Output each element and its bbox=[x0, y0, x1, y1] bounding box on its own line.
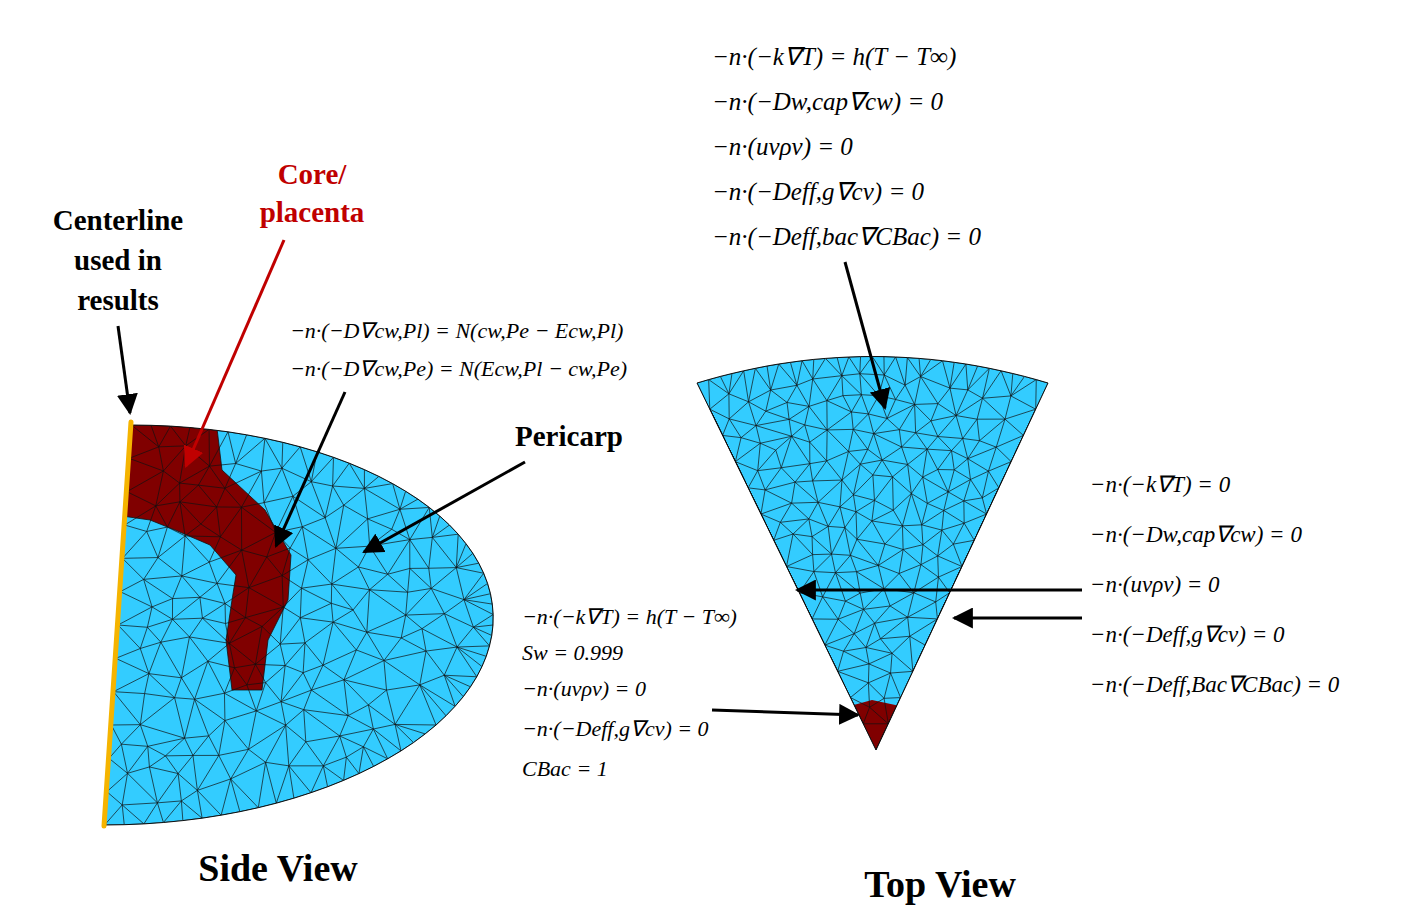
leader-line bbox=[186, 240, 284, 466]
mesh-lines bbox=[105, 425, 494, 825]
view-title: Side View bbox=[158, 846, 398, 890]
leader-line bbox=[118, 326, 130, 413]
fruit-outline bbox=[105, 425, 494, 825]
leader-line bbox=[845, 262, 885, 408]
leader-line bbox=[797, 589, 1082, 592]
top-view-mesh bbox=[697, 357, 1048, 753]
centerline bbox=[104, 422, 131, 826]
equation-line: −n·(−Dw,cap∇cw) = 0 bbox=[1090, 522, 1302, 548]
equation-line: −n·(−Deff,g∇cv) = 0 bbox=[712, 177, 924, 206]
core-outline bbox=[122, 420, 291, 690]
mesh-lines bbox=[697, 357, 1048, 751]
core-region bbox=[850, 700, 900, 752]
core-label: Core/ placenta bbox=[242, 155, 382, 231]
equation-line: −n·(−Deff,Bac∇CBac) = 0 bbox=[1090, 672, 1339, 698]
leader-lines bbox=[118, 240, 1082, 715]
equation-line: −n·(−Deff,bac∇CBac) = 0 bbox=[712, 222, 981, 251]
pericarp-region bbox=[697, 357, 1048, 751]
view-title: Top View bbox=[820, 862, 1060, 906]
equation-line: −n·(−D∇cw,Pe) = N(Ecw,Pl − cw,Pe) bbox=[290, 356, 627, 381]
equation-line: CBac = 1 bbox=[522, 756, 608, 781]
leader-line bbox=[712, 710, 858, 715]
equation-line: −n·(uvρv) = 0 bbox=[522, 676, 646, 701]
equation-line: −n·(−k∇T) = h(T − T∞) bbox=[712, 42, 956, 71]
equation-line: −n·(−k∇T) = 0 bbox=[1090, 472, 1230, 498]
equation-line: −n·(uvρv) = 0 bbox=[712, 132, 853, 161]
equation-line: −n·(−D∇cw,Pl) = N(cw,Pe − Ecw,Pl) bbox=[290, 318, 623, 343]
equation-line: −n·(−k∇T) = h(T − T∞) bbox=[522, 604, 737, 629]
core-region bbox=[122, 420, 291, 690]
leader-line bbox=[276, 392, 345, 546]
equation-line: −n·(uvρv) = 0 bbox=[1090, 572, 1220, 598]
side-view-mesh bbox=[104, 420, 493, 826]
leader-line bbox=[954, 617, 1082, 620]
wedge-outline bbox=[697, 357, 1048, 751]
equation-line: −n·(−Dw,cap∇cw) = 0 bbox=[712, 87, 943, 116]
equation-line: −n·(−Deff,g∇cv) = 0 bbox=[522, 716, 709, 741]
centerline-label: Centerline used in results bbox=[33, 200, 203, 320]
equation-line: −n·(−Deff,g∇cv) = 0 bbox=[1090, 622, 1284, 648]
leader-line bbox=[364, 462, 525, 552]
pericarp-label: Pericarp bbox=[515, 420, 623, 453]
equation-line: Sw = 0.999 bbox=[522, 640, 623, 665]
